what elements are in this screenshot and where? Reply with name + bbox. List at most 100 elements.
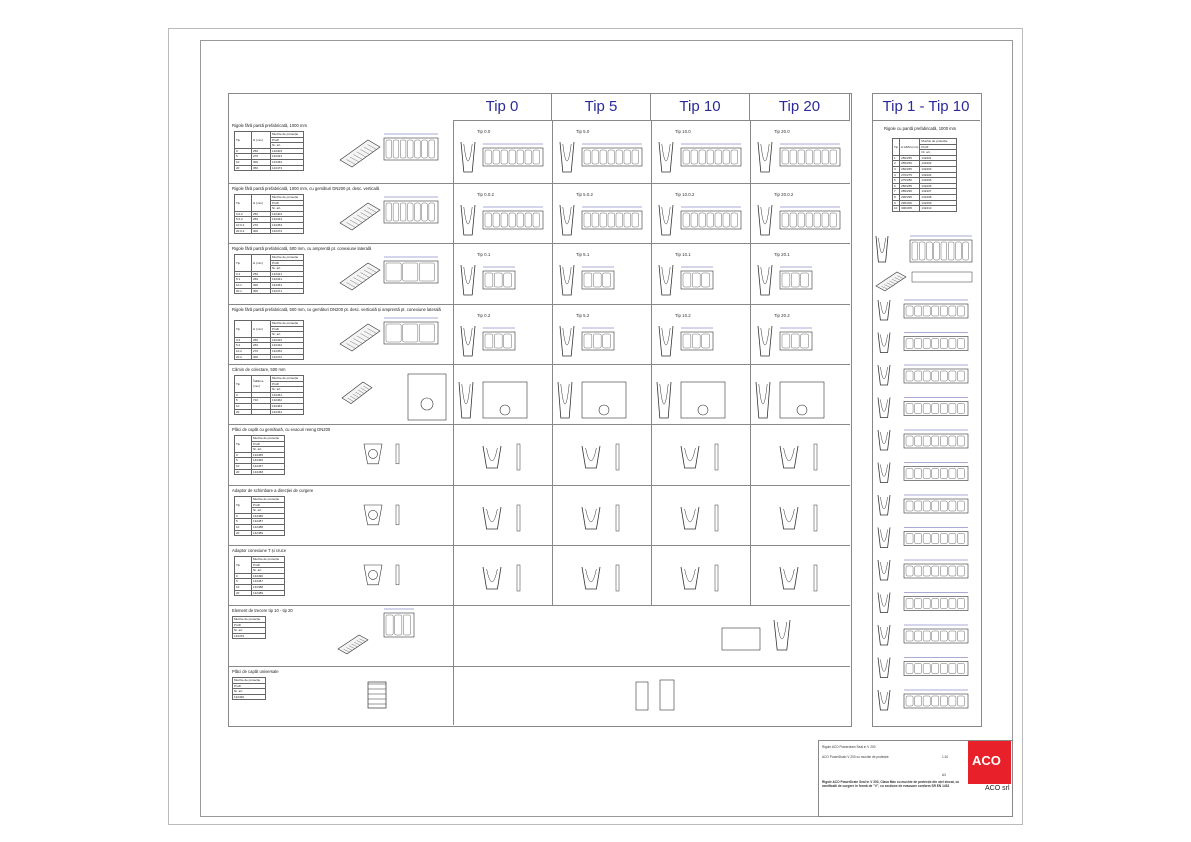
outlet-circle xyxy=(368,570,378,580)
channel-profile xyxy=(460,264,476,296)
iso-rib xyxy=(363,146,374,153)
type-drawing xyxy=(755,381,825,419)
iso-rib xyxy=(889,280,896,285)
side-view xyxy=(903,531,969,546)
outer-frame xyxy=(168,28,1023,825)
plate-side xyxy=(714,443,719,471)
plate-side xyxy=(813,564,818,592)
side-slot xyxy=(957,598,965,609)
side-view xyxy=(680,331,714,351)
side-slot xyxy=(931,468,939,479)
side-slot xyxy=(905,403,914,414)
side-view xyxy=(903,303,969,319)
header-tip-20: Tip 20 xyxy=(750,93,850,121)
channel-profile xyxy=(877,559,891,581)
side-slot xyxy=(602,333,611,349)
side-slot xyxy=(957,630,965,642)
iso-rib xyxy=(346,343,356,349)
channel-profile xyxy=(877,624,891,646)
side-slot xyxy=(948,500,957,512)
type-drawing xyxy=(658,325,714,357)
side-slot xyxy=(392,202,399,222)
channel-inner xyxy=(760,327,770,346)
type-drawing xyxy=(757,204,841,236)
channel-profile xyxy=(559,325,575,357)
row-divider xyxy=(228,484,850,486)
side-view xyxy=(909,239,973,263)
iso-rib xyxy=(363,330,374,337)
channel-inner xyxy=(760,266,770,285)
side-slot xyxy=(914,305,922,317)
channel-inner xyxy=(585,568,597,583)
side-slot xyxy=(905,598,914,609)
section-title: Rigole fără pantă prefabricată, 1000 mm,… xyxy=(232,186,380,191)
type-drawing xyxy=(559,325,615,357)
plate-side xyxy=(615,504,620,532)
type-label: Tip 20.1 xyxy=(774,252,790,257)
header-tip-1-10: Tip 1 - Tip 10 xyxy=(872,93,980,121)
side-slot xyxy=(940,565,948,577)
side-slot xyxy=(421,202,428,222)
side-slot xyxy=(730,149,738,165)
side-slot xyxy=(682,333,692,349)
side-slot xyxy=(407,202,414,222)
type-drawing xyxy=(458,381,528,419)
side-slot xyxy=(730,212,738,228)
type-label: Tip 0.0 xyxy=(477,129,491,134)
side-slot xyxy=(905,565,914,577)
type-label: Tip 10.1 xyxy=(675,252,691,257)
channel-profile xyxy=(581,506,601,530)
side-slot xyxy=(948,663,957,674)
side-slot xyxy=(623,149,631,165)
side-slot xyxy=(940,403,948,414)
channel-inner xyxy=(661,143,671,162)
channel-profile xyxy=(460,325,476,357)
iso-rib xyxy=(346,222,356,228)
iso-rib xyxy=(358,389,365,394)
side-slot xyxy=(957,403,965,414)
side-slot xyxy=(698,149,706,165)
channel-profile xyxy=(559,204,575,236)
type-drawing xyxy=(460,141,544,173)
universal-plate-front xyxy=(635,681,649,711)
row-divider xyxy=(228,182,850,184)
channel-inner xyxy=(880,399,888,412)
outlet-circle xyxy=(368,449,378,459)
type-drawing xyxy=(559,204,643,236)
side-slot xyxy=(714,212,722,228)
sheet-size: A3 xyxy=(942,773,946,777)
iso-rib xyxy=(346,647,353,651)
section-drawing xyxy=(363,564,400,586)
side-slot xyxy=(690,149,698,165)
side-view xyxy=(581,210,643,230)
channel-inner xyxy=(463,206,473,225)
side-slot xyxy=(931,565,939,577)
section-title: Plăci de capăt cu gemătură, cu evacuri r… xyxy=(232,427,331,432)
iso-rib xyxy=(349,156,360,163)
side-slot xyxy=(516,212,524,228)
scale: 1:10 xyxy=(942,755,949,759)
channel-inner xyxy=(684,508,696,523)
channel-inner xyxy=(880,659,888,672)
side-slot xyxy=(919,241,926,261)
side-slot xyxy=(931,695,939,707)
side-slot xyxy=(922,403,931,414)
side-slot xyxy=(813,212,821,228)
iso-rib xyxy=(347,397,354,402)
side-view xyxy=(779,210,841,230)
side-slot xyxy=(931,533,939,544)
transition-element xyxy=(721,627,761,651)
type-label: Tip 20.0.2 xyxy=(774,192,794,197)
side-slot xyxy=(940,305,948,317)
column-divider xyxy=(552,120,553,605)
type-drawing xyxy=(581,564,620,592)
side-view xyxy=(581,270,615,290)
side-slot xyxy=(931,403,939,414)
type-drawing xyxy=(680,443,719,471)
side-slot xyxy=(940,435,948,447)
channel-profile xyxy=(559,264,575,296)
side-view xyxy=(482,331,516,351)
channel-profile xyxy=(877,657,891,678)
